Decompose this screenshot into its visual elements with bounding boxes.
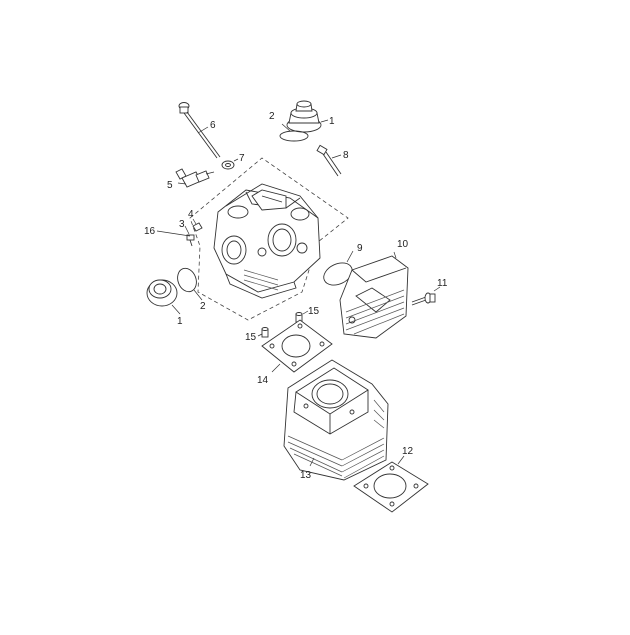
callout-labels: 1 2 6 7 8 5 4 3 16 9 10 11 2 1 15 15 14 … (144, 111, 448, 481)
callout-8: 8 (343, 150, 349, 161)
part-12-base-gasket (353, 455, 429, 513)
callout-15-left: 15 (245, 332, 257, 343)
cylinder-head (213, 183, 321, 299)
callout-7: 7 (239, 153, 245, 164)
callout-15-right: 15 (308, 306, 320, 317)
callout-1-side: 1 (177, 316, 183, 327)
part-14-head-gasket (261, 319, 333, 373)
callout-16: 16 (144, 226, 156, 237)
part-1-side-cap (146, 279, 181, 315)
callout-4: 4 (188, 209, 194, 220)
callout-2-top: 2 (269, 111, 275, 122)
callout-10: 10 (397, 239, 409, 250)
callout-13: 13 (300, 470, 312, 481)
part-2-top-oring (279, 123, 309, 142)
part-8-bolt (316, 144, 342, 177)
callout-9: 9 (357, 243, 363, 254)
callout-5: 5 (167, 180, 173, 191)
part-15-dowel-pin-right (295, 310, 309, 323)
callout-14: 14 (257, 375, 269, 386)
callout-12: 12 (402, 446, 414, 457)
part-3-small-stud (184, 225, 195, 247)
part-9-oring (323, 250, 354, 286)
part-5-spark-plug (175, 168, 215, 188)
part-4-small-nut (192, 218, 203, 232)
part-1-top-cap (286, 100, 329, 133)
part-13-cylinder-block (283, 359, 389, 481)
callout-1-top: 1 (329, 116, 335, 127)
part-11-flange-bolt (411, 286, 441, 306)
assembly-16-dashed-outline (156, 157, 349, 321)
callout-2-side: 2 (200, 301, 206, 312)
part-6-stud-bolt (178, 102, 221, 159)
part-2-side-oring (177, 267, 203, 301)
callout-3: 3 (179, 219, 185, 230)
part-10-finned-cover (339, 251, 409, 339)
part-7-washer (221, 158, 239, 170)
callout-6: 6 (210, 120, 216, 131)
part-15-dowel-pin-left (257, 327, 269, 338)
callout-11: 11 (437, 278, 448, 289)
